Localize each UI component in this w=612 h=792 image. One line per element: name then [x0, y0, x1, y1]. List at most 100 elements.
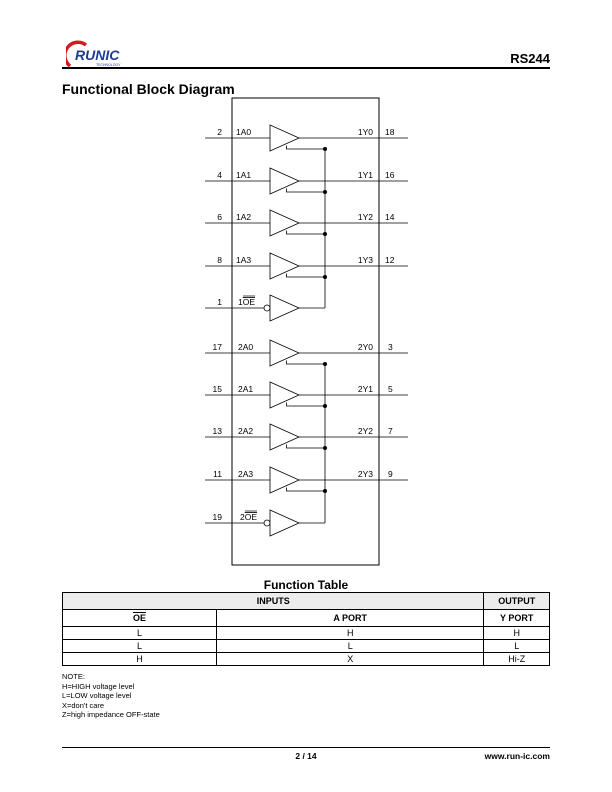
junction-dot	[323, 275, 327, 279]
inversion-bubble	[263, 519, 271, 527]
table-row: H X Hi-Z	[62, 652, 550, 666]
logo-text: RUNIC	[75, 47, 120, 63]
table-group-row: INPUTS OUTPUT	[61, 592, 550, 610]
table-column-row: OE A PORT Y PORT	[62, 609, 550, 627]
table-cell-y: L	[483, 639, 550, 653]
input-pin-number: 15	[213, 384, 223, 394]
note-line: H=HIGH voltage level	[62, 681, 135, 691]
input-pin-number: 8	[217, 255, 222, 265]
input-pin-number: 4	[217, 170, 222, 180]
table-row: L L L	[62, 639, 550, 653]
note-heading: NOTE:	[62, 672, 85, 681]
inversion-bubble	[263, 304, 271, 312]
note-line: Z=high impedance OFF-state	[62, 710, 160, 719]
buffer-gate	[269, 339, 300, 367]
output-signal-label: 2Y2	[358, 426, 373, 436]
output-pin-number: 18	[385, 127, 395, 137]
buffer-gate	[269, 124, 300, 152]
note-line: X=don't care	[62, 700, 105, 710]
input-signal-label: 2A0	[238, 342, 253, 352]
diagram-gates	[269, 124, 300, 537]
input-signal-label: 1A2	[236, 212, 251, 222]
buffer-gate	[269, 252, 300, 280]
section-title: Functional Block Diagram	[62, 81, 235, 97]
input-signal-label: 1A0	[236, 127, 251, 137]
oe-column-label: OE	[132, 613, 146, 623]
input-signal-label: 2A1	[238, 384, 253, 394]
oe-column-header: OE	[62, 609, 217, 627]
y-port-column-header: Y PORT	[483, 609, 550, 627]
table-cell-a: L	[215, 639, 485, 653]
input-signal-label: 2A3	[238, 469, 253, 479]
output-header: OUTPUT	[483, 592, 550, 610]
buffer-gate	[269, 167, 300, 195]
enable-signal-label: 2OE	[240, 512, 257, 522]
table-cell-a: X	[215, 652, 485, 666]
output-signal-label: 2Y0	[358, 342, 373, 352]
page-number: 2 / 14	[295, 751, 317, 761]
buffer-gate	[269, 466, 300, 494]
output-pin-number: 5	[388, 384, 393, 394]
enable-pin-number: 19	[213, 512, 223, 522]
output-pin-number: 3	[388, 342, 393, 352]
control-line	[286, 145, 326, 192]
output-pin-number: 14	[385, 212, 395, 222]
output-signal-label: 1Y1	[358, 170, 373, 180]
function-table: INPUTS OUTPUT OE A PORT Y PORT L H H L L…	[61, 592, 550, 666]
output-signal-label: 1Y0	[358, 127, 373, 137]
junction-dot	[323, 446, 327, 450]
output-pin-number: 7	[388, 426, 393, 436]
table-cell-y: H	[483, 626, 550, 640]
junction-dot	[323, 190, 327, 194]
control-line	[286, 273, 326, 308]
input-signal-label: 2A2	[238, 426, 253, 436]
buffer-gate	[269, 209, 300, 237]
table-row: L H H	[62, 626, 550, 640]
diagram-wires	[205, 137, 408, 527]
junction-dot	[323, 362, 327, 366]
output-pin-number: 9	[388, 469, 393, 479]
table-cell-a: H	[215, 626, 485, 640]
enable-signal-label: 1OE	[238, 297, 255, 307]
buffer-gate	[269, 423, 300, 451]
control-line	[286, 188, 326, 234]
input-signal-label: 1A3	[236, 255, 251, 265]
input-pin-number: 11	[213, 469, 222, 479]
junction-dot	[323, 489, 327, 493]
table-cell-oe: L	[62, 639, 217, 653]
output-signal-label: 2Y1	[358, 384, 373, 394]
footer-rule	[62, 747, 550, 748]
function-table-title: Function Table	[263, 578, 349, 592]
input-pin-number: 2	[217, 127, 222, 137]
input-signal-label: 1A1	[236, 170, 251, 180]
control-line	[286, 444, 326, 491]
website-link[interactable]: www.run-ic.com	[484, 751, 550, 761]
junction-dot	[323, 232, 327, 236]
table-cell-oe: L	[62, 626, 217, 640]
logo-swoosh	[63, 40, 88, 68]
enable-buffer-gate	[269, 294, 300, 322]
output-pin-number: 16	[385, 170, 395, 180]
junction-dot	[323, 147, 327, 151]
junction-dot	[323, 404, 327, 408]
document-id: RS244	[510, 51, 550, 66]
control-line	[286, 360, 326, 406]
buffer-gate	[269, 381, 300, 409]
output-signal-label: 1Y3	[358, 255, 373, 265]
enable-pin-number: 1	[217, 297, 222, 307]
table-notes: NOTE: H=HIGH voltage level L=LOW voltage…	[62, 672, 160, 720]
table-cell-y: Hi-Z	[483, 652, 550, 666]
logo-tagline: TECHNOLOGY	[96, 63, 121, 67]
enable-buffer-gate	[269, 509, 300, 537]
output-signal-label: 2Y3	[358, 469, 373, 479]
package-outline	[231, 97, 380, 566]
note-line: L=LOW voltage level	[62, 691, 132, 700]
output-signal-label: 1Y2	[358, 212, 373, 222]
a-port-column-header: A PORT	[215, 609, 485, 627]
inputs-header: INPUTS	[61, 592, 485, 610]
input-pin-number: 17	[213, 342, 223, 352]
header-rule	[62, 67, 550, 69]
output-pin-number: 12	[385, 255, 395, 265]
